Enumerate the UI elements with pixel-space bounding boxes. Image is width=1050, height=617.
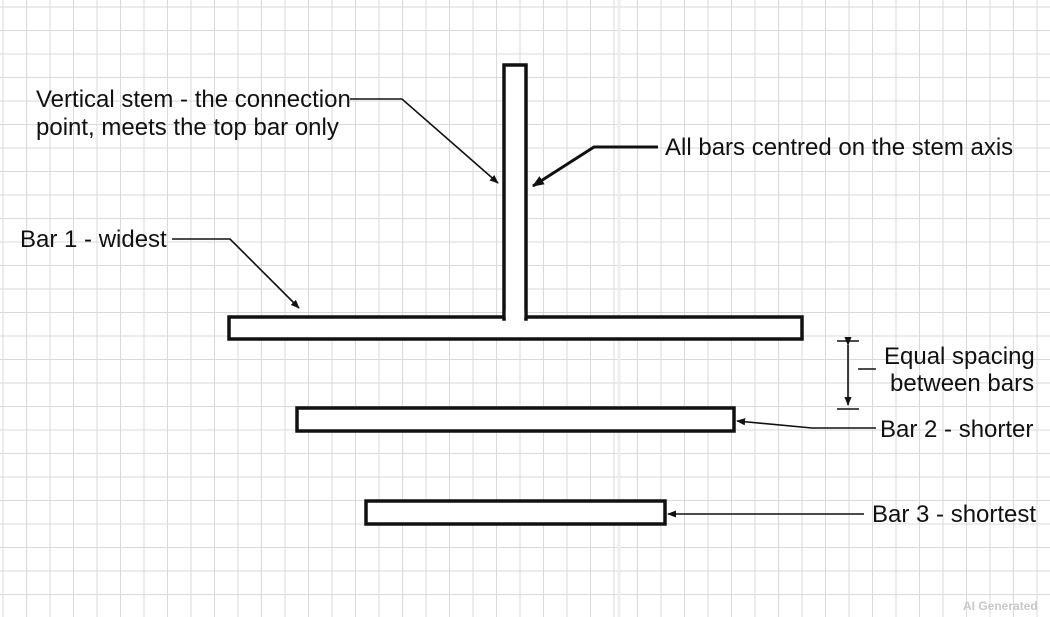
stem-label-line-1: Vertical stem - the connection [36, 86, 351, 113]
bar-2-label: Bar 2 - shorter [880, 416, 1033, 443]
bar-1-label: Bar 1 - widest [20, 226, 167, 253]
bar-1-leader [172, 238, 300, 309]
stem-leader [350, 98, 499, 184]
stem-label: Vertical stem - the connection point, me… [36, 86, 358, 141]
bar-3-label: Bar 3 - shortest [872, 501, 1036, 528]
vertical-stem [502, 63, 528, 321]
stem-label-line-2: point, meets the top bar only [36, 114, 339, 141]
spacing-label-line-2: between bars [890, 370, 1034, 397]
axis-leader [531, 145, 658, 188]
ai-generated-watermark: AI Generated [963, 599, 1038, 613]
spacing-label-line-1: Equal spacing [884, 343, 1035, 370]
axis-label: All bars centred on the stem axis [665, 134, 1013, 161]
spacing-label: Equal spacing between bars [884, 343, 1041, 397]
bar-3 [364, 499, 667, 526]
bar-2-leader [736, 418, 876, 429]
stem-joint-fill [505, 310, 525, 322]
bar-2 [295, 406, 736, 433]
